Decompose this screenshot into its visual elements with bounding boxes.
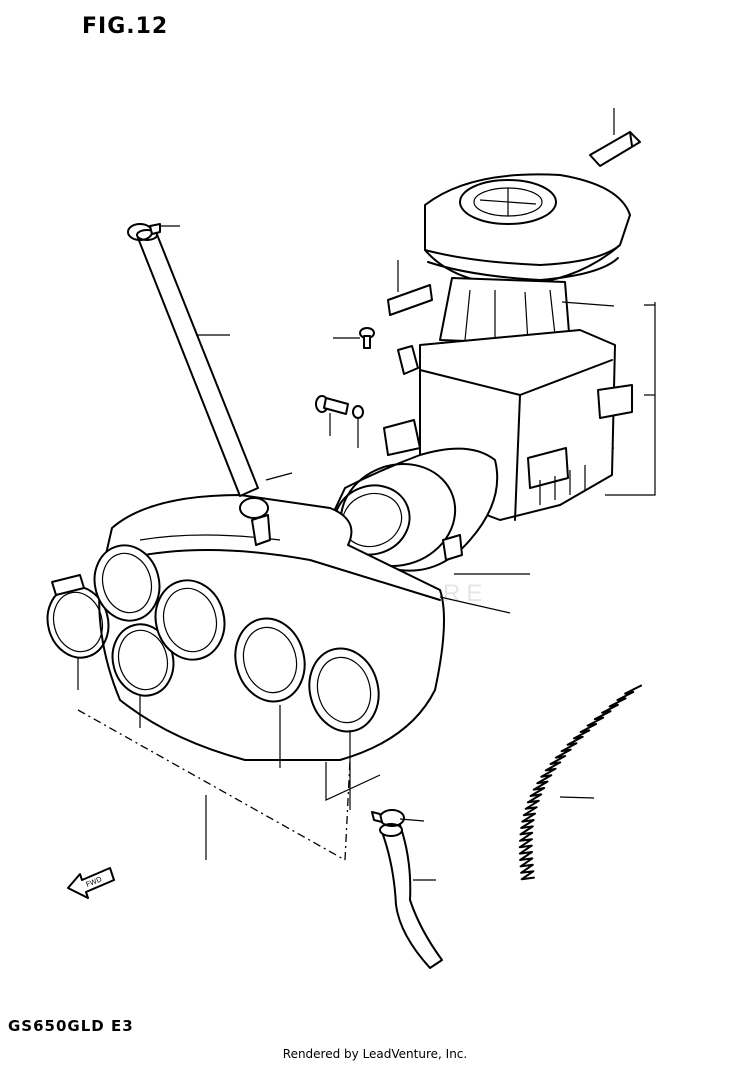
part-8-hose-clamp-upper[interactable] — [127, 223, 161, 241]
part-16-screw[interactable] — [359, 327, 419, 375]
forward-direction-arrow: FWD — [67, 867, 115, 899]
part-6-drain-hose[interactable] — [379, 823, 443, 969]
part-13-side-bracket[interactable] — [387, 284, 433, 316]
leader-lines — [77, 108, 656, 881]
part-14-screw[interactable] — [315, 395, 349, 415]
part-13-upper-bracket[interactable] — [589, 131, 641, 167]
part-8-hose-clamp-middle[interactable] — [239, 497, 271, 546]
part-7-breather-hose[interactable] — [136, 229, 259, 497]
part-17-spring[interactable] — [518, 684, 642, 881]
air-cleaner-cover[interactable] — [424, 173, 631, 286]
part-15-washer[interactable] — [352, 405, 364, 419]
figure-title: FIG.12 — [82, 14, 169, 39]
credit-footer: Rendered by LeadVenture, Inc. — [282, 1047, 468, 1061]
part-2-boot-rubbers[interactable] — [86, 538, 387, 739]
model-code: GS650GLD E3 — [8, 1017, 134, 1035]
part-8-hose-clamp-lower[interactable] — [371, 809, 405, 827]
part-5-band[interactable] — [40, 574, 117, 665]
